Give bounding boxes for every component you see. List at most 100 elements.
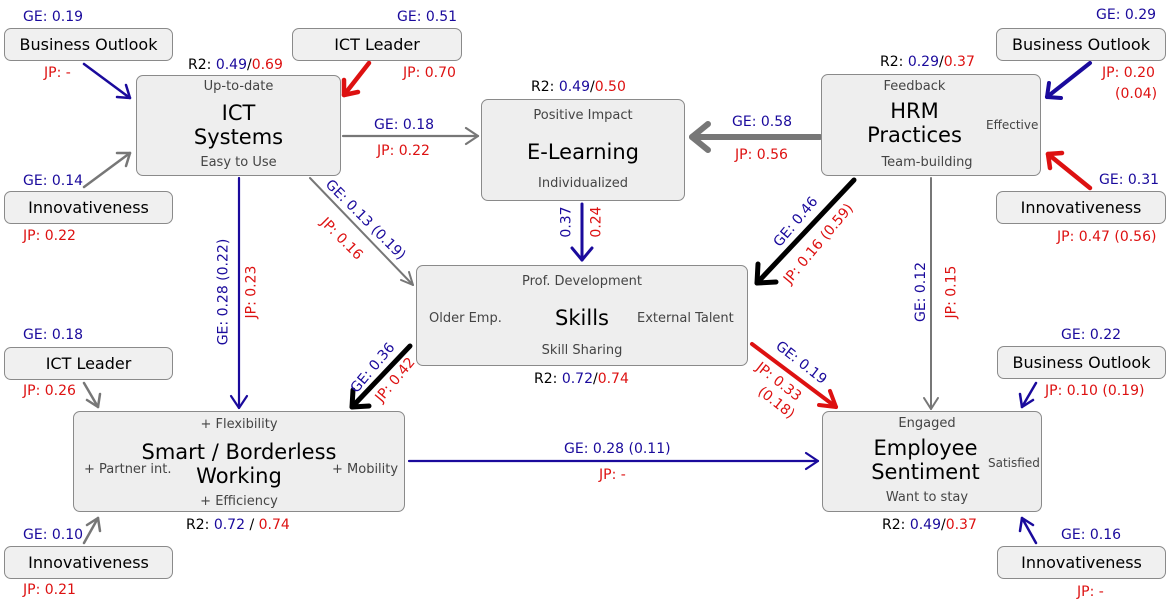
path-hrm-el-jp: JP: 0.56 [735,147,788,163]
sentiment-title-line2: Sentiment [871,460,980,484]
skills-bottom-label: Skill Sharing [541,343,623,358]
r2-sep: / [938,54,944,70]
r2-sep: / [249,517,255,533]
bo2-jp-paren: (0.04) [1115,86,1158,102]
skills-r2: R2: 0.72/0.74 [534,371,629,387]
path-ict-sm-ge: GE: 0.28 (0.22) [215,238,232,346]
path-sm-es-jp: JP: - [599,467,626,483]
elearning-r2: R2: 0.49/0.50 [531,79,626,95]
inn3-jp: JP: 0.21 [23,582,76,598]
bo1-ge: GE: 0.19 [23,9,84,25]
inn1-jp: JP: 0.22 [23,228,76,244]
elearning-bottom-label: Individualized [538,176,628,191]
r2-jp: 0.50 [594,79,626,95]
arrow-icl2-to-smart [82,381,102,409]
ext-innovativeness-1: Innovativeness [4,191,173,224]
ict-title: ICT Systems [137,101,340,149]
hrm-right-label: Effective [986,118,1039,132]
ict-systems-box: Up-to-date ICT Systems Easy to Use [136,75,341,176]
ext-business-outlook-1: Business Outlook [4,28,173,61]
smart-top-label: + Flexibility [200,417,278,432]
inn3-ge: GE: 0.10 [23,527,84,543]
arrow-bo2-to-hrm [1045,61,1092,100]
ict-title-line2: Systems [193,125,284,149]
arrow-inn1-to-ict [82,151,132,189]
ext-innovativeness-2: Innovativeness [996,191,1166,224]
inn4-jp: JP: - [1077,584,1104,600]
sentiment-r2: R2: 0.49/0.37 [882,517,977,533]
skills-left-label: Older Emp. [429,311,502,326]
ext-ict-leader-1: ICT Leader [292,28,462,61]
path-ict-el-ge: GE: 0.18 [374,117,435,133]
arrow-hrm-to-elearning [689,121,823,153]
ict-title-line1: ICT [221,101,256,125]
r2-jp: 0.37 [943,54,975,70]
ict-top-label: Up-to-date [203,79,274,94]
path-el-sk-ge: 0.37 [558,206,575,238]
sentiment-right-label: Satisfied [988,456,1040,470]
r2-sep: / [940,517,946,533]
skills-box: Prof. Development Skills Older Emp. Exte… [416,265,748,366]
elearning-top-label: Positive Impact [533,108,633,123]
r2-jp: 0.37 [945,517,977,533]
sentiment-top-label: Engaged [898,416,956,431]
arrow-elearning-to-skills [570,202,594,262]
r2-ge: 0.72 [213,517,245,533]
inn2-ge: GE: 0.31 [1099,172,1160,188]
hrm-practices-box: Feedback HRM Practices Effective Team-bu… [821,74,1041,176]
elearning-box: Positive Impact E-Learning Individualize… [481,99,685,201]
r2-ge: 0.49 [215,57,247,73]
smart-right-label: + Mobility [332,462,399,477]
arrow-ict-to-smart [229,176,249,410]
ext-business-outlook-3: Business Outlook [997,346,1166,379]
smart-bottom-label: + Efficiency [200,494,278,509]
smart-title-line1: Smart / Borderless [141,440,337,464]
bo3-jp: JP: 0.10 (0.19) [1045,383,1145,399]
smart-working-box: + Flexibility Smart / Borderless Working… [73,411,405,512]
path-ict-el-jp: JP: 0.22 [377,143,430,159]
ict-bottom-label: Easy to Use [200,155,277,170]
ict-r2: R2: 0.49/0.69 [188,57,283,73]
r2-label: R2: [880,54,904,70]
sentiment-title: Employee Sentiment [823,436,1028,484]
bo2-jp: JP: 0.20 [1102,65,1155,81]
path-sm-es-ge: GE: 0.28 (0.11) [564,441,671,457]
r2-label: R2: [882,517,906,533]
r2-sep: / [246,57,252,73]
skills-right-label: External Talent [637,311,734,326]
employee-sentiment-box: Engaged Employee Sentiment Satisfied Wan… [822,411,1042,512]
arrow-bo3-to-sentiment [1018,381,1038,409]
elearning-title: E-Learning [526,140,639,164]
icl2-jp: JP: 0.26 [23,383,76,399]
r2-label: R2: [531,79,555,95]
smart-title-line2: Working [196,464,282,488]
hrm-r2: R2: 0.29/0.37 [880,54,975,70]
arrow-ict-to-skills [309,177,414,286]
arrow-skills-to-smart [349,343,413,410]
smart-r2: R2: 0.72 / 0.74 [186,517,290,533]
icl2-ge: GE: 0.18 [23,327,84,343]
arrow-inn3-to-smart [82,516,102,545]
arrow-smart-to-sentiment [407,451,820,471]
path-el-sk-jp: 0.24 [588,206,605,238]
hrm-title-line1: HRM [890,99,939,123]
path-ict-sm-jp: JP: 0.23 [243,265,260,319]
sentiment-title-line1: Employee [873,436,978,460]
r2-ge: 0.72 [561,371,593,387]
ext-business-outlook-2: Business Outlook [996,28,1166,61]
sentiment-bottom-label: Want to stay [885,490,969,505]
r2-sep: / [589,79,595,95]
smart-left-label: + Partner int. [84,462,172,477]
hrm-top-label: Feedback [883,79,946,94]
ext-innovativeness-4: Innovativeness [997,546,1166,579]
hrm-title-line2: Practices [867,123,962,147]
ext-ict-leader-2: ICT Leader [4,347,173,380]
ext-innovativeness-3: Innovativeness [4,546,173,579]
hrm-bottom-label: Team-building [881,155,973,170]
path-hrm-es-jp: JP: 0.15 [943,265,960,319]
arrow-inn4-to-sentiment [1018,516,1038,545]
arrow-icl1-to-ict [341,60,372,98]
hrm-title: HRM Practices [822,99,1007,147]
icl1-ge: GE: 0.51 [397,9,458,25]
bo1-jp: JP: - [44,65,71,81]
